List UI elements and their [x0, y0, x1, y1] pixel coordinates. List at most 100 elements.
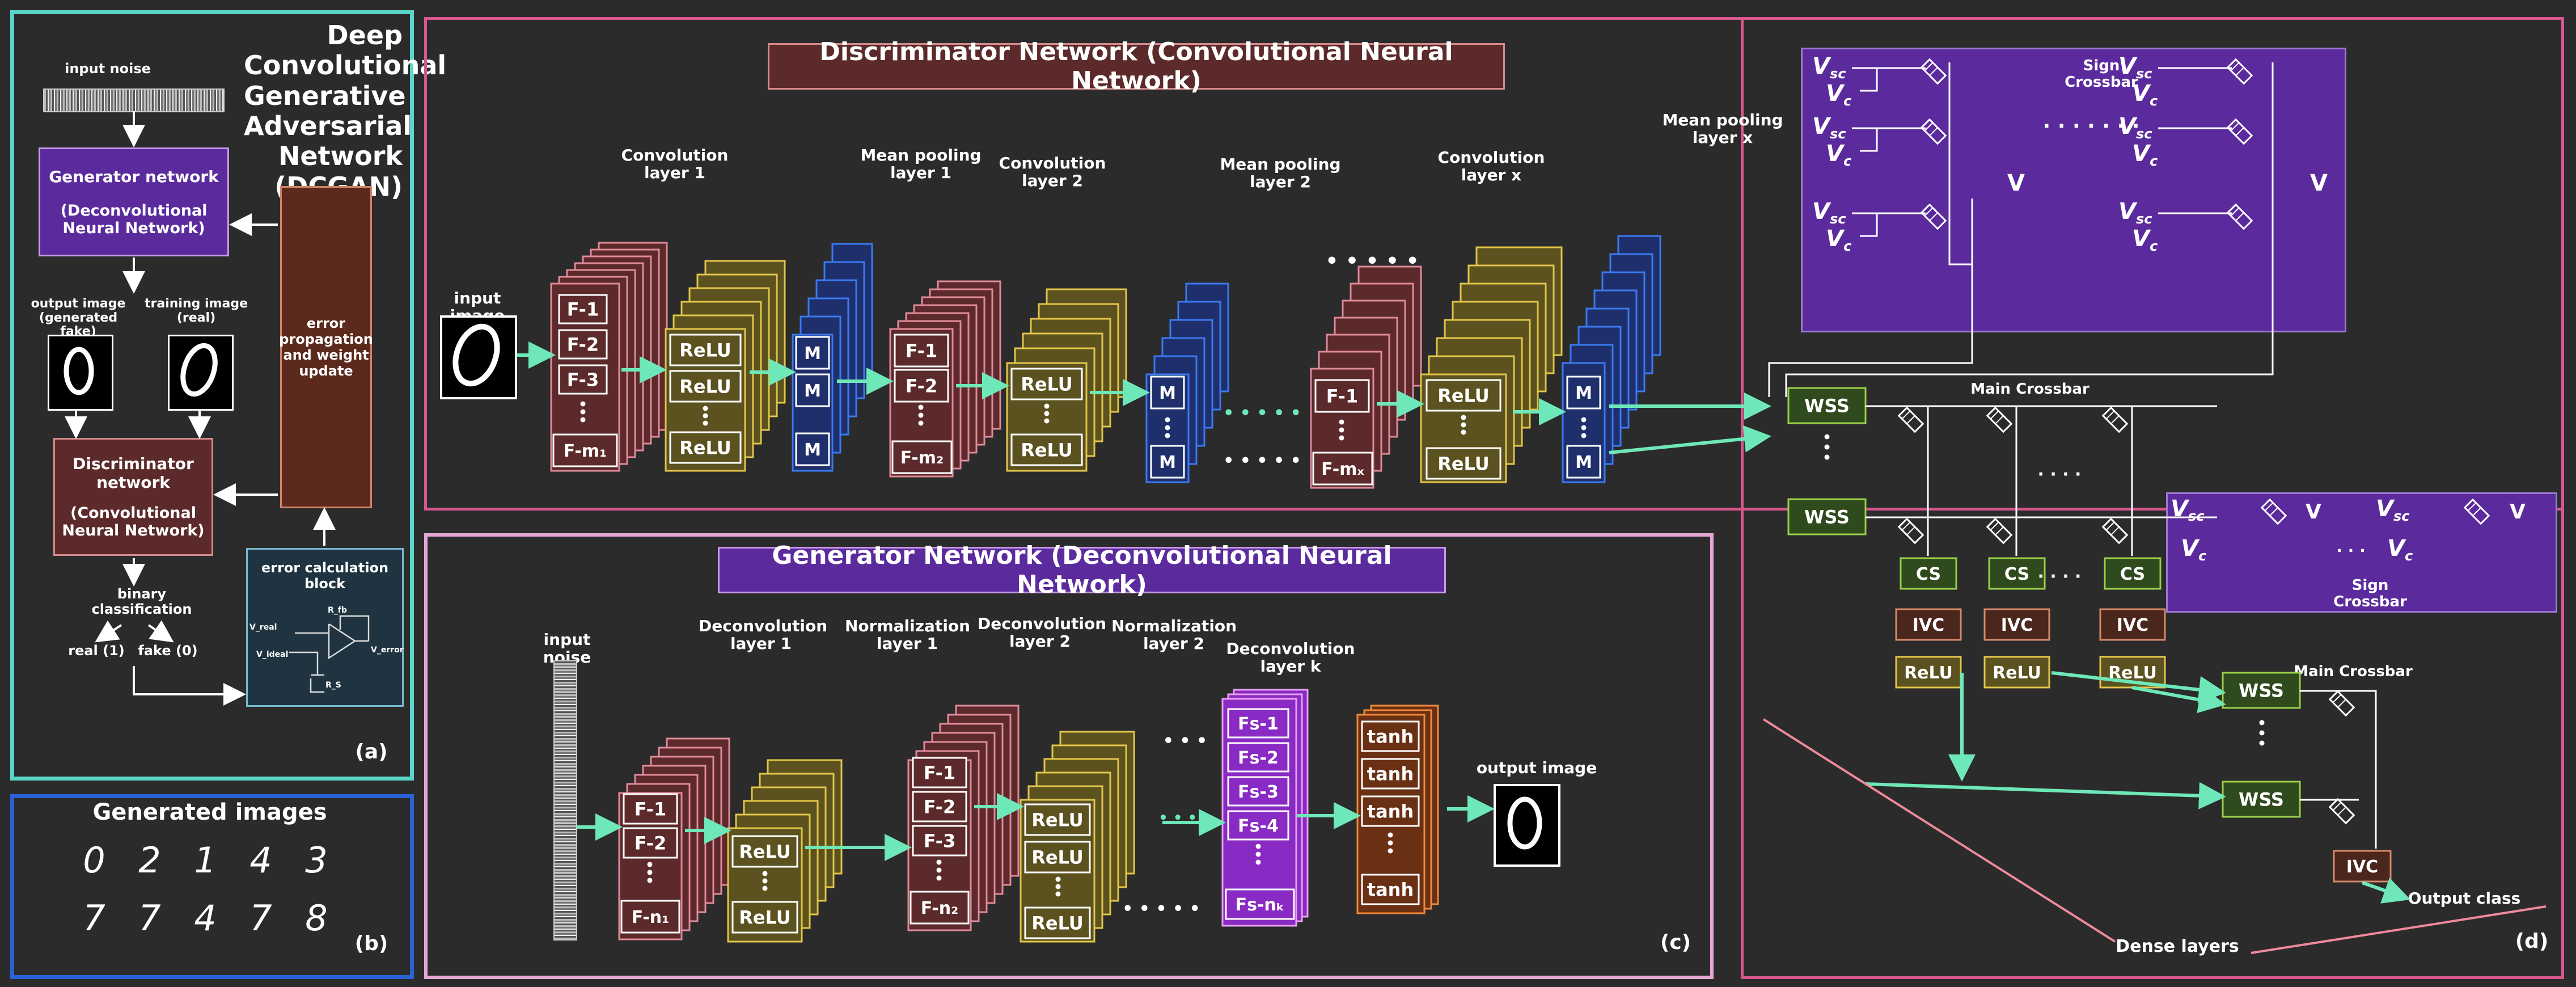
d-sign-mem-2: [1920, 203, 1947, 230]
gen-d2-f1: F-1: [924, 762, 955, 784]
d-sign-col-1: [1948, 62, 1972, 265]
d-main-mem-b0: [1897, 517, 1924, 545]
d-c2-v-2: Vc: [2132, 226, 2158, 254]
gen-n2-relu-c-box: [1024, 906, 1091, 939]
d-bvout-2: V: [2510, 500, 2526, 524]
disc-r1-relu-b-box: [669, 370, 742, 403]
panel-d: [1741, 17, 2564, 979]
gen-n2-relu-c: ReLU: [1031, 913, 1084, 934]
gen-dk-fs3: Fs-3: [1238, 782, 1279, 802]
b-digit-3: 4: [249, 840, 272, 881]
disc-rx-dots-1: [1461, 422, 1466, 428]
d-dense-pointer-1: [1762, 718, 2116, 943]
gen-n2-dots-1: [1055, 884, 1061, 889]
gen-dots-top: • • •: [1163, 731, 1207, 751]
gen-d1-f2-box: [623, 827, 678, 859]
disc-c1-dots-0: [580, 401, 586, 407]
gen-n1-relu-b-box: [731, 901, 798, 934]
gen-n2-relu-a: ReLU: [1031, 809, 1084, 831]
d-sign-out-2: [1785, 62, 2274, 397]
gen-t-tanh-c: tanh: [1367, 801, 1414, 822]
d-sign-crossbar-top: [1801, 48, 2346, 332]
a-binary-label: binary classification: [91, 586, 192, 617]
gen-n1-relu-a-box: [731, 835, 798, 868]
disc-r1-relu-a: ReLU: [679, 340, 731, 361]
disc-convx-stack: [1310, 265, 1422, 489]
disc-p1-m-b-box: [795, 373, 830, 407]
d-relu-b-box: [1983, 656, 2050, 689]
a-v-ideal: V_ideal: [256, 650, 288, 659]
d-wss2-dots-1: [2259, 730, 2265, 736]
disc-p2-dots-1: [1165, 425, 1170, 431]
d-sc-v-1: Vsc: [1812, 113, 1846, 142]
disc-reluX-stack: [1420, 246, 1563, 483]
disc-r1-relu-a-box: [669, 334, 742, 366]
d-bc-v-1: Vc: [2181, 535, 2206, 564]
gen-deconv1-label: Deconvolution layer 1: [699, 617, 828, 653]
d-sign-crossbar-label-bottom: Sign Crossbar: [2333, 577, 2407, 611]
a-error-prop-label: error propagation and weight update: [279, 315, 373, 379]
d-relu-line-c: [2131, 686, 2226, 714]
disc-px-m-a: M: [1575, 383, 1592, 403]
disc-r2-relu-b: ReLU: [1021, 440, 1073, 461]
gen-t-tanh-a-box: [1361, 720, 1420, 752]
d-relu-b: ReLU: [1993, 663, 2041, 683]
d-ivc-out: IVC: [2346, 857, 2378, 877]
d-wss-c: WSS: [2239, 680, 2284, 702]
disc-c2-fm-box: [891, 440, 953, 474]
disc-c2-fm: F-m₂: [900, 448, 944, 468]
d-main2-col: [2300, 690, 2377, 849]
disc-p2-m-b: M: [1159, 453, 1176, 473]
d-sign2-mem-0: [2226, 58, 2253, 85]
disc-p1-m-a: M: [804, 344, 821, 364]
disc-rx-dots-2: [1461, 429, 1466, 435]
gen-norm1-label: Normalization layer 1: [845, 617, 971, 653]
d-wss-dots-2: [1824, 454, 1830, 460]
disc-px-m-b-box: [1566, 445, 1601, 479]
d-bsign-dots: · · ·: [2336, 541, 2365, 560]
b-title: Generated images: [92, 799, 327, 825]
d-sc-v-2: Vsc: [1812, 199, 1846, 227]
gen-dk-dots-0: [1255, 843, 1261, 849]
gen-dk-fs4-box: [1227, 810, 1289, 841]
gen-n1-dots-0: [762, 871, 768, 876]
disc-poolx-label: Mean pooling layer x: [1662, 111, 1783, 147]
b-digit-9: 8: [305, 897, 328, 939]
d-out-arrow: [2362, 878, 2411, 904]
d-bc-v-2: Vc: [2387, 535, 2413, 564]
a-fake-digit-zero: [64, 343, 218, 397]
gen-n1-dots-1: [762, 878, 768, 884]
gen-n1-dots-2: [762, 885, 768, 891]
disc-p1-m-c: M: [804, 440, 821, 460]
d-ivc-b-box: [1983, 608, 2050, 641]
d-relu-line-d: [1865, 782, 2226, 809]
d-main-mem-b1: [1986, 517, 2013, 545]
gen-d2-dots-2: [936, 875, 942, 881]
d-sign-mem-0: [1920, 58, 1947, 85]
disc-c2-f1: F-1: [906, 340, 937, 362]
disc-c1-f2: F-2: [567, 334, 599, 356]
disc-px-dots-0: [1581, 417, 1587, 423]
d-ivc-out-box: [2333, 850, 2392, 883]
disc-c1-f1: F-1: [567, 299, 599, 320]
gen-n1-relu-a: ReLU: [739, 841, 791, 863]
disc-c2-f2: F-2: [906, 376, 937, 397]
disc-input-digit: [452, 323, 500, 387]
gen-dk-fs1: Fs-1: [1238, 714, 1279, 734]
disc-r2-relu-a-box: [1010, 368, 1083, 400]
disc-c2-f2-box: [894, 369, 949, 403]
d-wss2-dots-0: [2259, 720, 2265, 726]
d-c2-v-1: Vc: [2132, 141, 2158, 169]
d-relu-a-box: [1895, 656, 1962, 689]
d-wss2-dots-2: [2259, 740, 2265, 746]
disc-px-dots-2: [1581, 433, 1587, 438]
disc-p1-m-b: M: [804, 381, 821, 401]
gen-d1-fn: F-n₁: [632, 908, 670, 927]
d-cs-c-box: [2104, 557, 2162, 590]
d-sign-crossbar-bottom: [2166, 492, 2557, 613]
d-wss-dots-0: [1824, 434, 1830, 440]
d-vout-2: V: [2310, 170, 2328, 196]
disc-px-m-b: M: [1575, 453, 1592, 473]
gen-dk-fs2: Fs-2: [1238, 748, 1279, 768]
d-sc2-v-2: Vsc: [2118, 199, 2152, 227]
